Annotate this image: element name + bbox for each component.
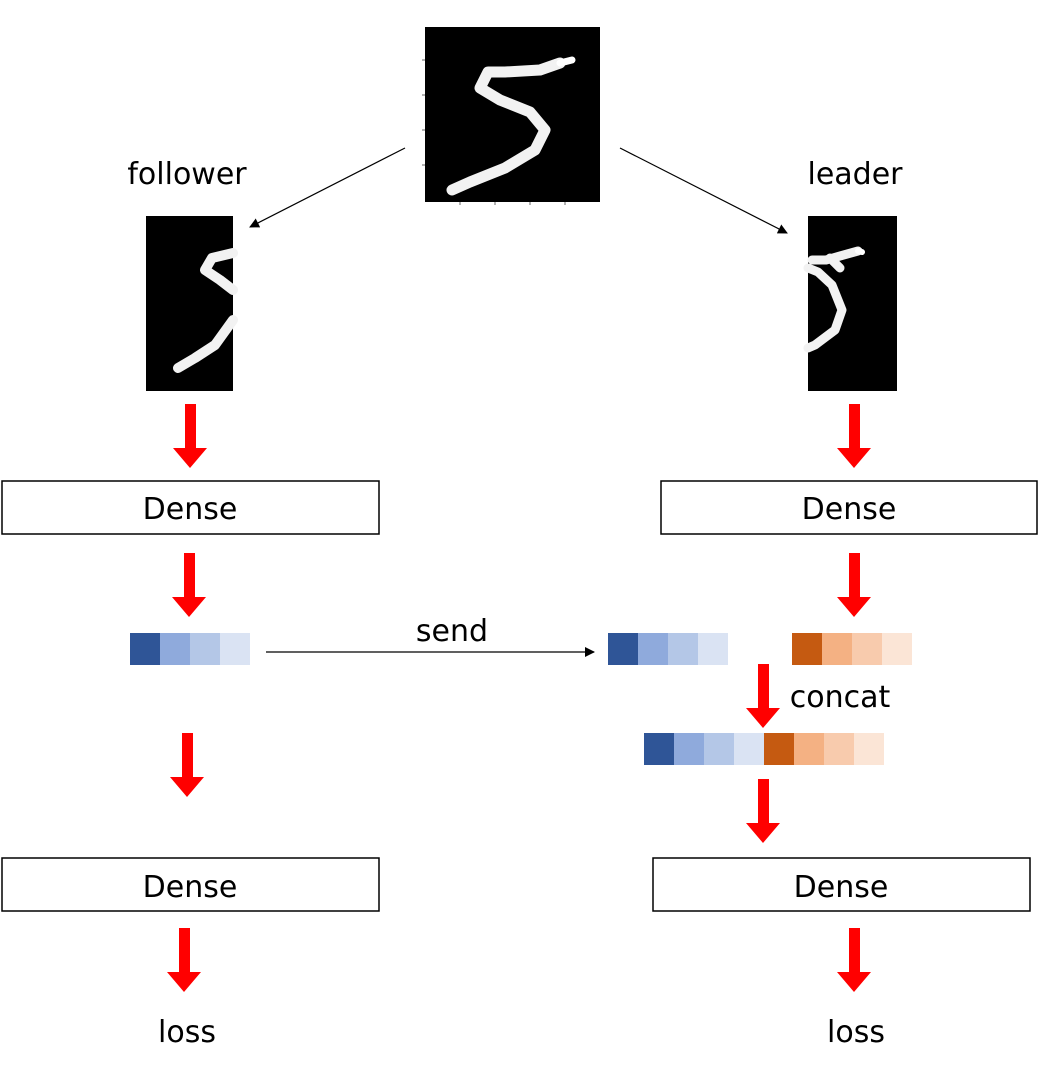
- follower-embedding-cell: [190, 633, 220, 665]
- red-arrow-leader-2: [837, 553, 871, 617]
- sent-embedding-cell: [668, 633, 698, 665]
- follower-half-image: [146, 216, 238, 391]
- split-arrow-left: [249, 147, 406, 228]
- input-digit-image: [422, 27, 600, 205]
- follower-dense-bottom-label: Dense: [143, 870, 238, 905]
- sent-embedding-vector: [608, 633, 728, 665]
- red-arrow-follower-4: [167, 928, 201, 992]
- leader-embedding-cell: [852, 633, 882, 665]
- follower-loss-label: loss: [158, 1015, 216, 1050]
- leader-dense-box-bottom: Dense: [652, 857, 1031, 912]
- leader-embedding-cell: [792, 633, 822, 665]
- follower-embedding-cell: [220, 633, 250, 665]
- leader-dense-top-label: Dense: [802, 492, 897, 527]
- concat-embedding-cell: [704, 733, 734, 765]
- concat-label: concat: [790, 680, 891, 715]
- concat-embedding-cell: [854, 733, 884, 765]
- leader-dense-bottom-label: Dense: [794, 870, 889, 905]
- leader-embedding-cell: [822, 633, 852, 665]
- concat-embedding-cell: [794, 733, 824, 765]
- leader-label: leader: [807, 157, 903, 192]
- leader-embedding-vector: [792, 633, 912, 665]
- follower-dense-box-top: Dense: [1, 480, 380, 535]
- concat-embedding-cell: [764, 733, 794, 765]
- leader-dense-box-top: Dense: [660, 480, 1038, 535]
- sent-embedding-cell: [638, 633, 668, 665]
- sent-embedding-cell: [608, 633, 638, 665]
- follower-embedding-cell: [160, 633, 190, 665]
- concat-embedding-vector: [644, 733, 884, 765]
- sent-embedding-cell: [698, 633, 728, 665]
- red-arrow-leader-1: [837, 404, 871, 468]
- concat-embedding-cell: [674, 733, 704, 765]
- follower-dense-box-bottom: Dense: [1, 857, 380, 912]
- concat-embedding-cell: [644, 733, 674, 765]
- follower-dense-top-label: Dense: [143, 492, 238, 527]
- concat-embedding-cell: [734, 733, 764, 765]
- red-arrow-follower-2: [172, 553, 206, 617]
- leader-loss-label: loss: [827, 1015, 885, 1050]
- follower-embedding-vector: [130, 633, 250, 665]
- follower-label: follower: [127, 157, 247, 192]
- send-label: send: [416, 614, 488, 649]
- red-arrow-leader-4: [837, 928, 871, 992]
- red-arrow-concat: [746, 664, 780, 728]
- follower-embedding-cell: [130, 633, 160, 665]
- concat-embedding-cell: [824, 733, 854, 765]
- split-arrow-right: [619, 147, 788, 234]
- leader-half-image: [803, 216, 897, 391]
- red-arrow-leader-3: [746, 779, 780, 843]
- red-arrow-follower-3: [170, 733, 204, 797]
- red-arrow-follower-1: [173, 404, 207, 468]
- leader-embedding-cell: [882, 633, 912, 665]
